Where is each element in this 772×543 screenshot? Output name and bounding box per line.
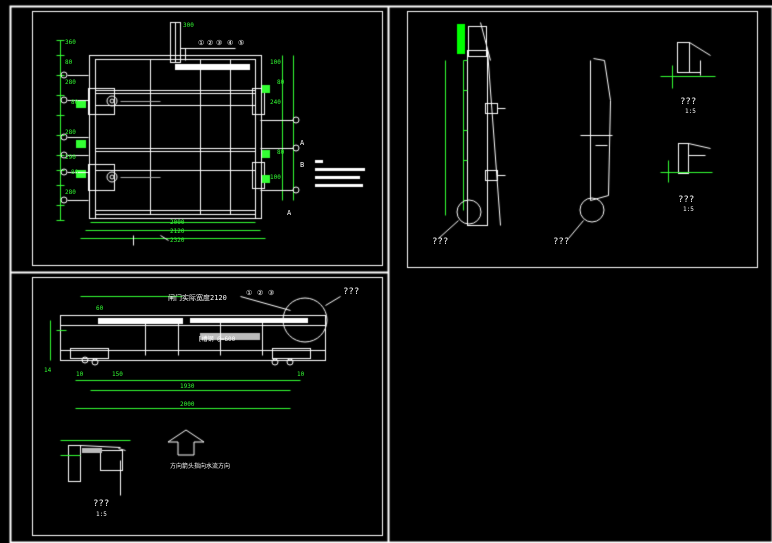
dim-right-1: 80 (277, 79, 285, 86)
dim-bottom-1: 2120 (170, 228, 185, 235)
detail-label-1: ??? (680, 97, 697, 107)
dim-right-3: 80 (277, 149, 285, 156)
plan-dim-10a: 10 (76, 371, 84, 378)
side-label-1: ??? (432, 237, 449, 247)
plan-dim-10b: 10 (297, 371, 305, 378)
plan-callout-3: ③ (268, 289, 275, 297)
plan-callout-1: ① (246, 289, 253, 297)
arrow-caption: 方向箭头指向水流方向 (170, 463, 231, 470)
plan-detail-scale: 1:5 (96, 511, 107, 518)
dim-bottom-0: 2000 (170, 219, 185, 226)
plan-dim-2000: 2000 (180, 401, 195, 408)
plan-title: 闸门实际宽度2120 (168, 294, 227, 302)
dim-left-4: 280 (65, 129, 76, 136)
dim-left-3: 80 (71, 99, 79, 106)
plan-detail-caption: ??? (93, 499, 110, 509)
top-dim-label: 300 (183, 22, 194, 29)
dim-right-2: 240 (270, 99, 281, 106)
callout-4: ④ (227, 39, 234, 47)
dim-bottom-2: 2320 (170, 237, 185, 244)
dim-left-2: 280 (65, 79, 76, 86)
detail-scale-2: 1:5 (683, 206, 694, 213)
callout-1: ① (198, 39, 205, 47)
dim-left-0: 360 (65, 39, 76, 46)
detail-label-2: ??? (678, 195, 695, 205)
section-mark-b1: B (300, 161, 305, 169)
callout-5: ⑤ (238, 39, 245, 47)
dim-left-1: 80 (65, 59, 73, 66)
plan-dim-14: 14 (44, 367, 52, 374)
plan-callout-2: ② (257, 289, 264, 297)
plan-dim-1930: 1930 (180, 383, 195, 390)
side-label-2: ??? (553, 237, 570, 247)
dim-right-0: 100 (270, 59, 281, 66)
section-mark-a2: A (287, 209, 292, 217)
detail-scale-1: 1:5 (685, 108, 696, 115)
dim-right-4: 100 (270, 174, 281, 181)
callout-2: ② (207, 39, 214, 47)
plan-beam-note: [槽钢 @=600 (198, 336, 236, 343)
dim-left-7: 280 (65, 189, 76, 196)
section-mark-a1: A (300, 139, 305, 147)
dim-left-5: 290 (65, 154, 76, 161)
callout-3: ③ (216, 39, 223, 47)
dim-left-6: 80 (71, 169, 79, 176)
plan-dim-150: 150 (112, 371, 123, 378)
plan-detail-label: ??? (343, 287, 360, 297)
plan-dim-60: 60 (96, 305, 104, 312)
